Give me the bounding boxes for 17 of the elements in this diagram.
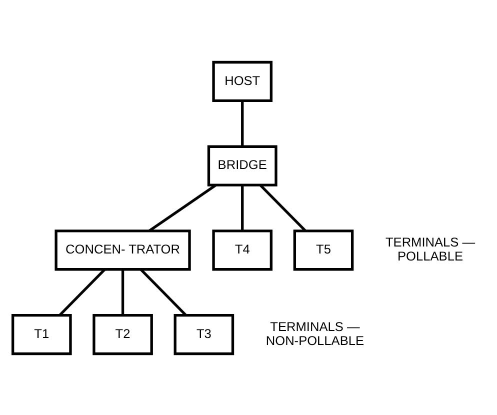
node-box: BRIDGE bbox=[207, 144, 278, 186]
connector bbox=[241, 184, 244, 230]
connector bbox=[140, 268, 187, 316]
label: TERMINALS — NON-POLLABLE bbox=[266, 318, 364, 348]
connector bbox=[148, 184, 217, 232]
connector bbox=[121, 268, 124, 315]
node-box: T2 bbox=[92, 313, 153, 355]
connector bbox=[241, 100, 244, 146]
node-box: HOST bbox=[212, 60, 273, 102]
label: TERMINALS — POLLABLE bbox=[385, 234, 476, 263]
node-box: T1 bbox=[11, 313, 72, 355]
node-box: T4 bbox=[212, 229, 273, 270]
node-box: T5 bbox=[293, 229, 354, 270]
connector bbox=[58, 268, 106, 316]
connector bbox=[259, 184, 306, 232]
node-box: T3 bbox=[174, 313, 234, 355]
node-box: CONCEN- TRATOR bbox=[54, 229, 191, 270]
